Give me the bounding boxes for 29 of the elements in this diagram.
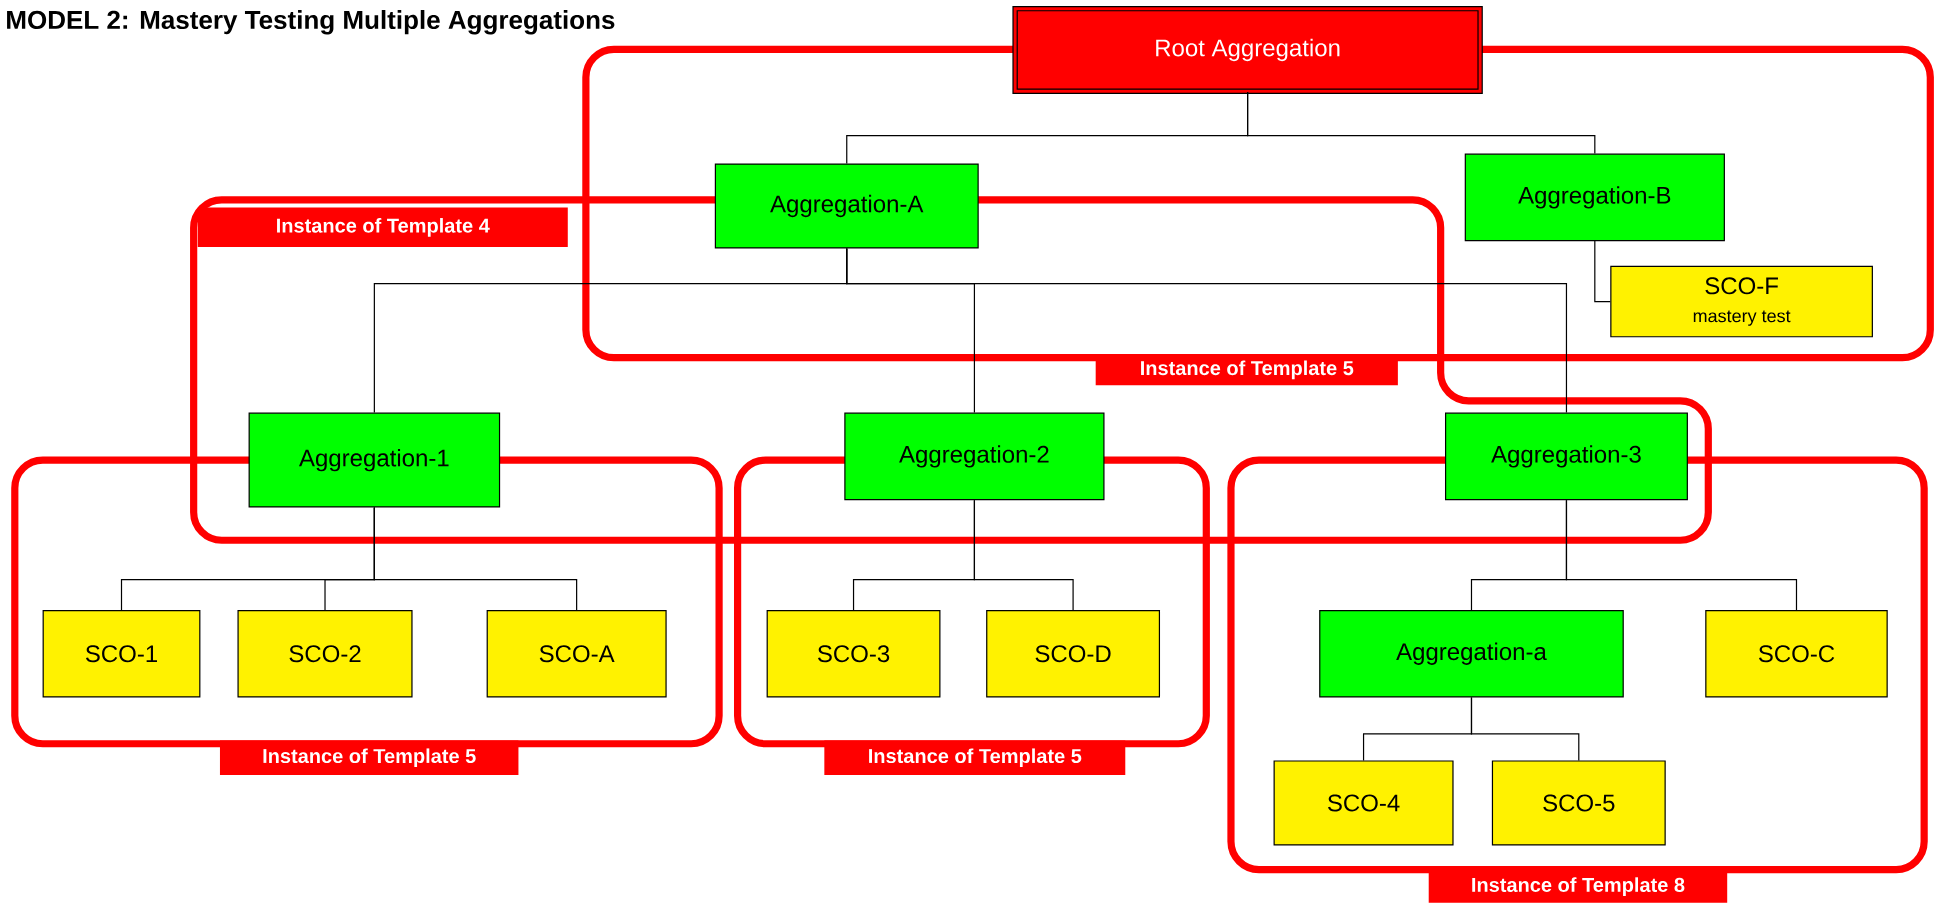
connector — [1565, 499, 1798, 611]
content-box: SCO-3 — [766, 610, 941, 698]
root-box: Root Aggregation — [1012, 6, 1483, 95]
region-label: Instance of Template 5 — [1095, 354, 1398, 386]
content-box: SCO-4 — [1273, 760, 1454, 846]
region-label: Instance of Template 5 — [219, 740, 519, 776]
aggregation-box: Aggregation-1 — [248, 412, 501, 508]
content-box: SCO-A — [486, 610, 667, 698]
connector — [373, 507, 578, 611]
content-box: SCO-2 — [237, 610, 413, 698]
content-box: SCO-D — [986, 610, 1161, 698]
content-box: SCO-5 — [1491, 760, 1666, 846]
aggregation-box: Aggregation-a — [1319, 610, 1624, 698]
content-box: SCO-F mastery test — [1610, 265, 1873, 338]
connector — [1470, 696, 1580, 762]
aggregation-box: Aggregation-3 — [1445, 412, 1688, 501]
region-label: Instance of Template 5 — [824, 740, 1126, 776]
connector — [973, 499, 1074, 611]
connector — [1247, 91, 1596, 155]
title: MODEL 2: Mastery Testing Multiple Aggregations — [7, 10, 615, 35]
region-label: Instance of Template 4 — [197, 207, 568, 248]
connector — [846, 248, 1568, 414]
aggregation-box: Aggregation-B — [1464, 153, 1725, 242]
aggregation-box: Aggregation-2 — [844, 412, 1105, 501]
content-box: SCO-C — [1705, 610, 1888, 698]
connector — [1594, 240, 1611, 303]
aggregation-box: Aggregation-A — [714, 163, 979, 249]
region-label: Instance of Template 8 — [1428, 870, 1728, 903]
content-box: SCO-1 — [42, 610, 201, 698]
